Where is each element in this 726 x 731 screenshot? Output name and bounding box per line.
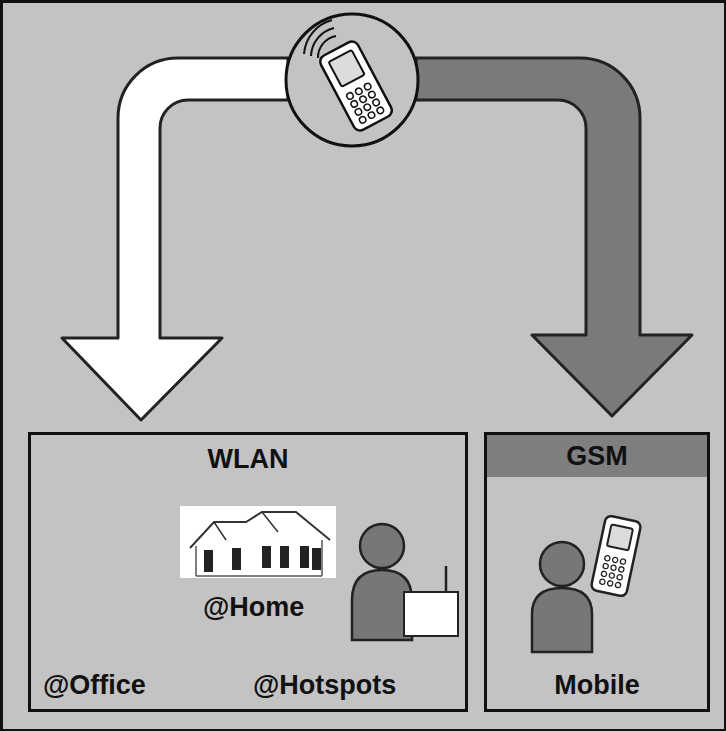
location-label: @Office [43, 671, 146, 701]
network-heading: GSM [487, 435, 707, 477]
house-picture [180, 506, 336, 578]
location-label: @Home [203, 593, 304, 623]
wlan-user-icon [352, 524, 458, 640]
network-heading: WLAN [31, 445, 465, 475]
gsm-user-icon [532, 515, 642, 652]
wlan-arrow [62, 58, 288, 420]
location-label: @Hotspots [253, 671, 396, 701]
device-label: Mobile [487, 671, 707, 701]
wlan-box: WLAN @Home @Office @Hotspots [28, 432, 468, 712]
phone-icon [286, 14, 418, 146]
gsm-box: GSM Mobile [484, 432, 710, 712]
gsm-arrow [416, 58, 692, 416]
